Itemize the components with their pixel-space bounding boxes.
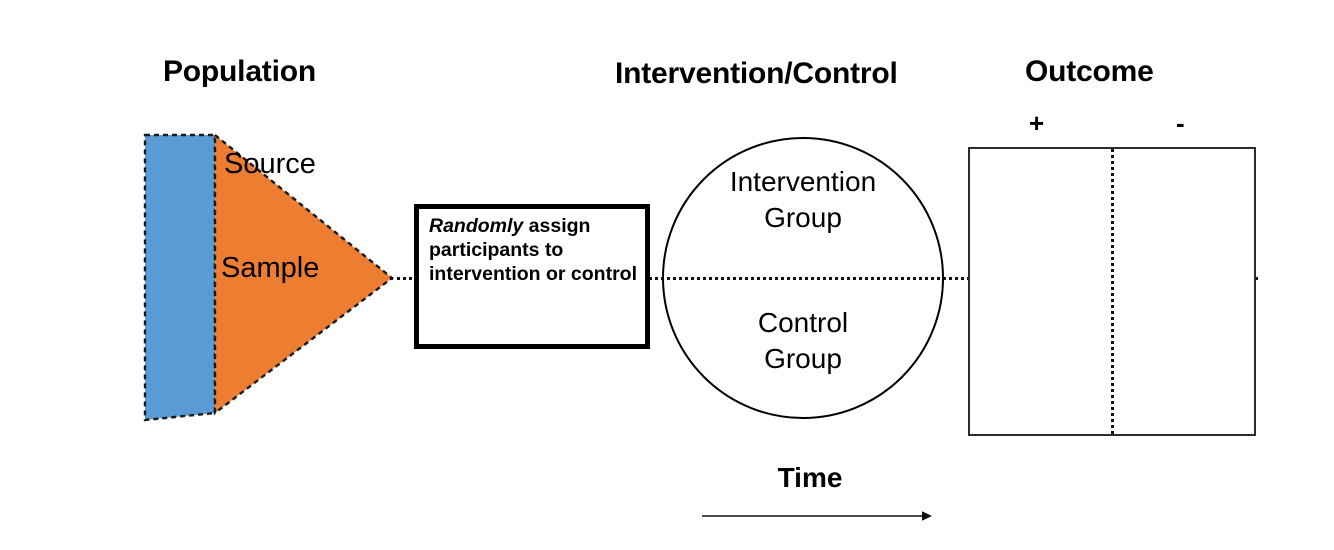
funnel-label-sample: Sample bbox=[221, 252, 320, 284]
randomization-rest: assign participants to intervention or c… bbox=[429, 215, 638, 285]
randomization-text: Randomly assign participants to interven… bbox=[429, 215, 647, 286]
funnel-sample-segment bbox=[213, 132, 394, 416]
control-group-line2: Group bbox=[764, 342, 842, 374]
funnel-shape-svg bbox=[143, 132, 394, 422]
randomization-emphasis: Randomly bbox=[429, 215, 524, 237]
outcome-cell-intervention-negative bbox=[1114, 149, 1255, 290]
heading-intervention-control: Intervention/Control bbox=[615, 57, 898, 90]
label-intervention-group: Intervention Group bbox=[662, 164, 944, 236]
label-control-group: Control Group bbox=[662, 305, 944, 377]
funnel-source-segment bbox=[143, 133, 217, 422]
intervention-group-line1: Intervention bbox=[729, 166, 877, 197]
control-group-line1: Control bbox=[757, 307, 849, 338]
time-axis-label: Time bbox=[777, 462, 843, 493]
outcome-cell-intervention-positive bbox=[970, 149, 1111, 290]
population-funnel bbox=[140, 128, 402, 428]
outcome-vertical-divider bbox=[1111, 149, 1114, 434]
outcome-grid bbox=[968, 147, 1256, 436]
outcome-column-header-positive: + bbox=[1029, 108, 1045, 138]
outcome-cell-control-negative bbox=[1114, 293, 1255, 434]
outcome-cell-control-positive bbox=[970, 293, 1111, 434]
intervention-group-line2: Group bbox=[764, 201, 842, 233]
outcome-column-header-negative: - bbox=[1176, 108, 1185, 138]
time-arrow-icon bbox=[702, 511, 932, 521]
randomization-box: Randomly assign participants to interven… bbox=[414, 204, 650, 349]
heading-population: Population bbox=[163, 55, 316, 88]
heading-outcome: Outcome bbox=[1025, 55, 1154, 88]
funnel-label-source: Source bbox=[224, 148, 316, 180]
group-allocation-circle bbox=[662, 137, 944, 419]
